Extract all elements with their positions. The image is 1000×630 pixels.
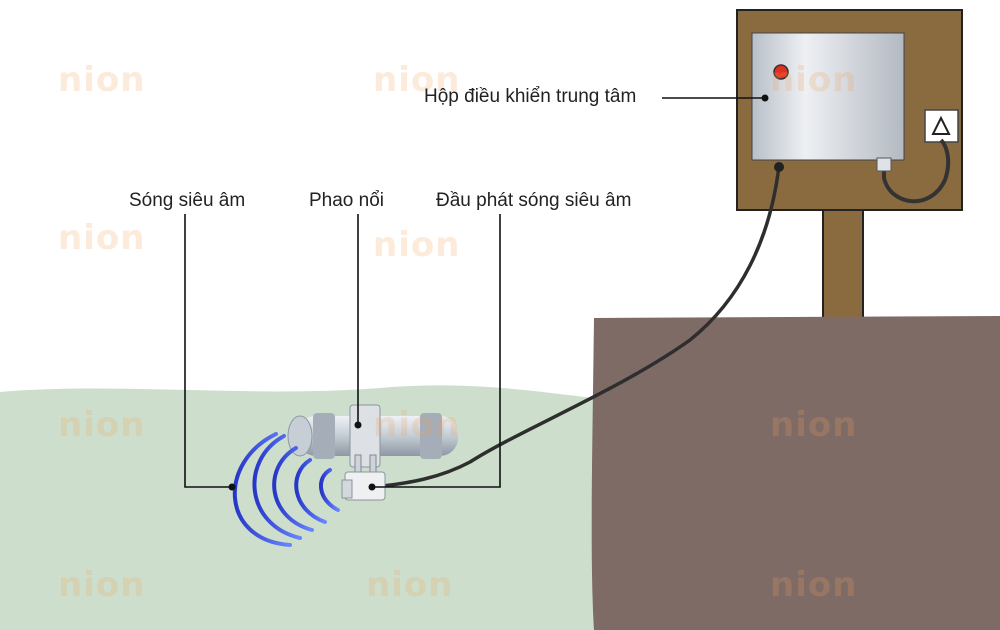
leader-dot-control-box: [761, 94, 769, 102]
ultrasonic-waves: [232, 432, 340, 547]
sensor-cable: [374, 165, 781, 489]
leader-lines: [184, 97, 765, 488]
watermark-logo: nion: [58, 565, 146, 605]
ultrasonic-wave-2: [294, 458, 327, 524]
label-float: Phao nổi: [309, 190, 385, 211]
leader-dot-transmitter: [368, 483, 376, 491]
power-cord: [882, 138, 951, 204]
watermark-logo: nion: [770, 405, 858, 445]
soil-bank: [591, 316, 1000, 630]
watermark-logo: nion: [366, 565, 454, 605]
float-collar-left: [313, 413, 335, 459]
watermark-logo: nion: [770, 60, 858, 100]
power-socket: [924, 109, 959, 143]
ultrasonic-wave-3: [272, 446, 314, 532]
float-pipe-end: [287, 415, 313, 457]
watermark-logo: nion: [373, 405, 461, 445]
watermark-logo: nion: [373, 225, 461, 265]
leader-dot-float: [354, 421, 362, 429]
ultrasonic-wave-4: [252, 434, 302, 540]
leader-dots: [228, 94, 769, 491]
label-control-box: Hộp điều khiển trung tâm: [424, 86, 637, 107]
float-collar-right: [420, 413, 442, 459]
watermark-logo: nion: [373, 60, 461, 100]
ultrasonic-wave-1: [319, 468, 340, 512]
leader-transmitter: [372, 214, 501, 488]
label-ultrasonic-wave: Sóng siêu âm: [129, 190, 246, 211]
watermark-logo: nion: [58, 405, 146, 445]
control-panel: [751, 32, 905, 161]
transmitter-cap: [341, 479, 353, 499]
leader-wave: [184, 214, 232, 488]
watermark-logo: nion: [58, 60, 146, 100]
leader-dot-wave: [228, 483, 236, 491]
watermark-logo: nion: [770, 565, 858, 605]
ultrasonic-wave-5: [232, 432, 292, 547]
control-box-post: [822, 209, 864, 326]
cable-gland: [774, 162, 784, 172]
plug-icon: [931, 115, 951, 135]
label-transmitter: Đầu phát sóng siêu âm: [436, 190, 632, 211]
indicator-light: [773, 64, 789, 80]
cord-connector: [876, 157, 892, 172]
watermark-logo: nion: [58, 218, 146, 258]
